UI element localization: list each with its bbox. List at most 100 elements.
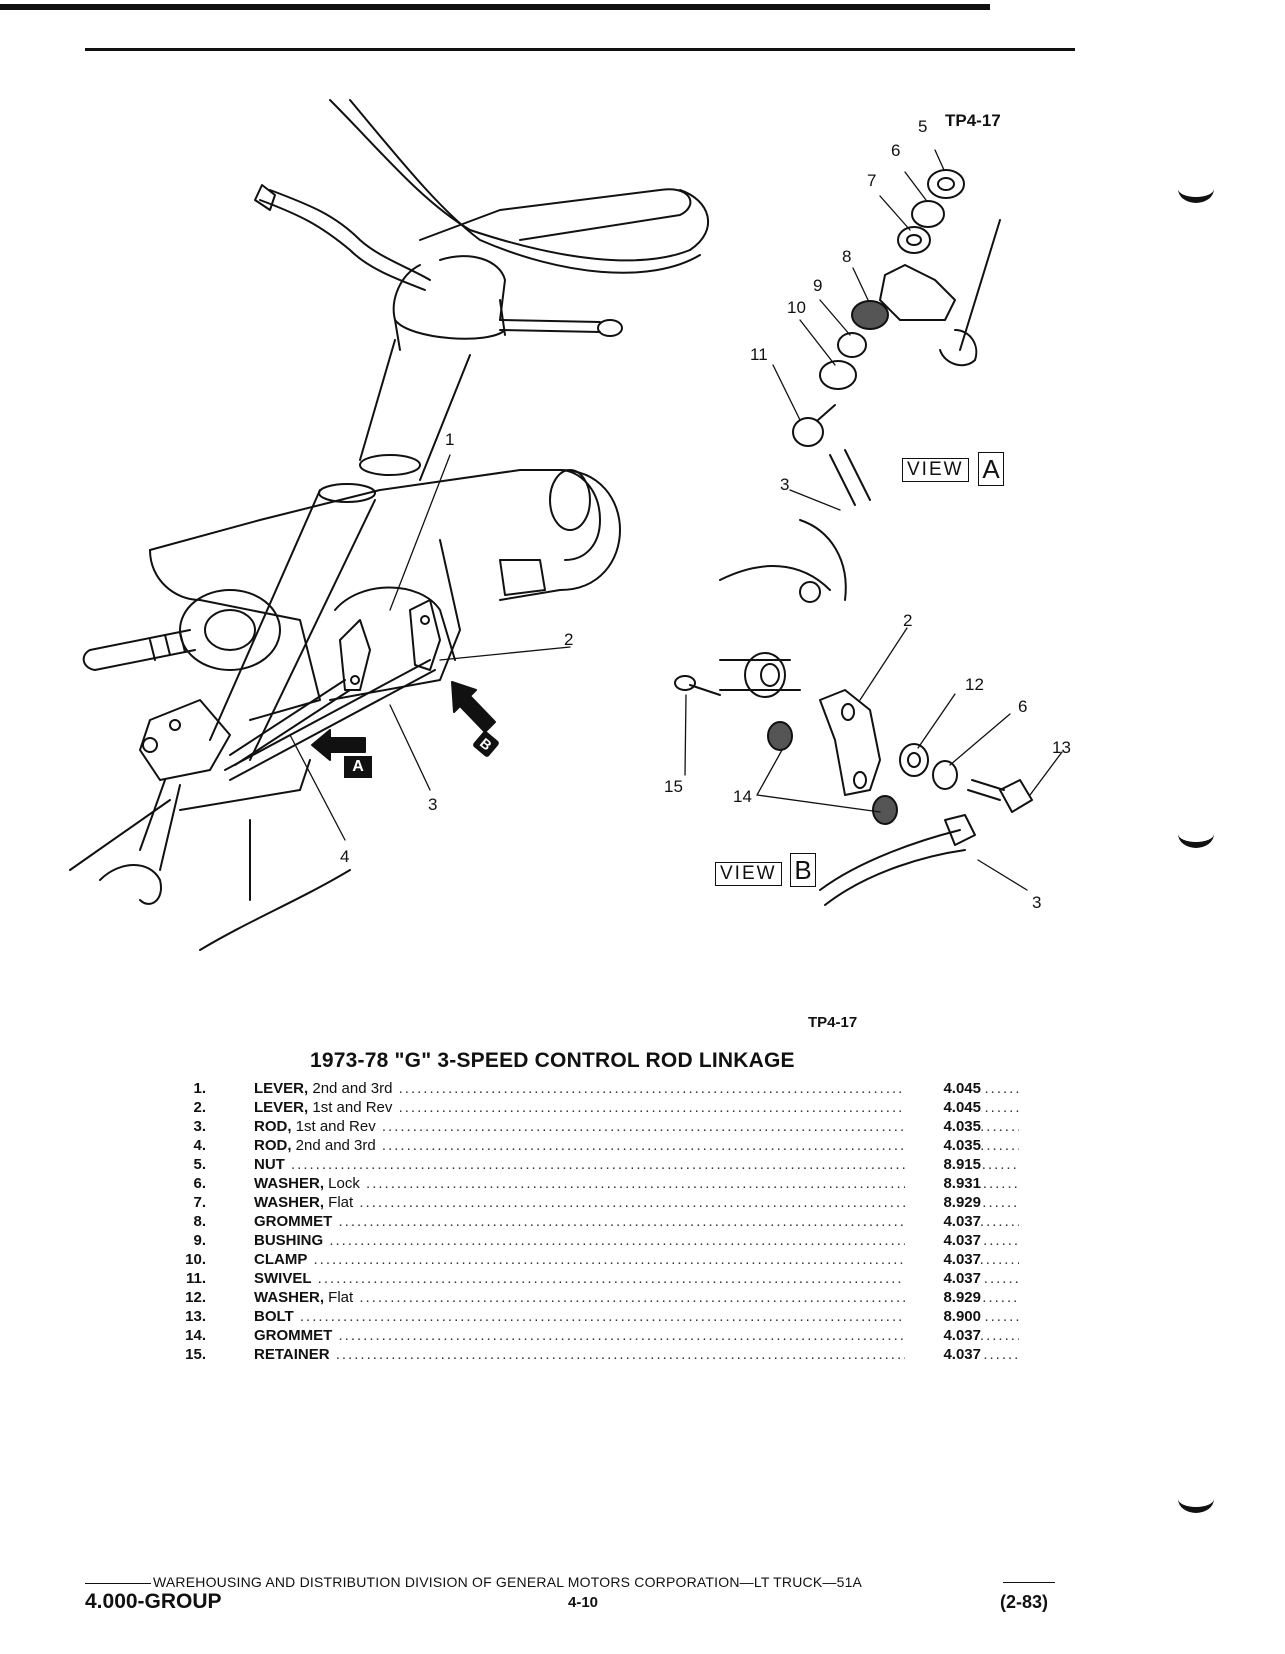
- binder-hole-middle: [1178, 820, 1214, 848]
- revision-date: (2-83): [1000, 1592, 1049, 1612]
- svg-text:6: 6: [891, 141, 900, 160]
- view-a-label: VIEW: [902, 458, 969, 482]
- callout-3-main: 3: [428, 795, 437, 814]
- part-number: 3.: [193, 1118, 206, 1135]
- binder-hole-bottom: [1178, 1485, 1214, 1513]
- part-number: 10.: [185, 1251, 206, 1268]
- svg-text:12: 12: [965, 675, 984, 694]
- parts-list-row: 12. WASHER, Flat ........................…: [160, 1288, 1019, 1307]
- header-rule: [85, 48, 1075, 51]
- group-code: 8.915: [905, 1155, 981, 1174]
- group-code: 8.929: [905, 1288, 981, 1307]
- group-code: 4.037: [905, 1250, 981, 1269]
- parts-list-row: 8.GROMMET ..............................…: [160, 1212, 1019, 1231]
- parts-list-row: 2. LEVER, 1st and Rev ...................…: [160, 1098, 1019, 1117]
- group-code: 4.037: [905, 1345, 981, 1364]
- output-shaft: [89, 629, 191, 651]
- column-shift-linkage: [139, 699, 231, 781]
- group-label: 4.000-GROUP: [85, 1590, 222, 1613]
- part-number: 13.: [185, 1308, 206, 1325]
- svg-text:5: 5: [918, 117, 927, 136]
- part-number: 15.: [185, 1346, 206, 1363]
- part-number: 2.: [193, 1099, 206, 1116]
- view-a-detail: [792, 169, 1001, 506]
- group-code: 4.037: [905, 1212, 981, 1231]
- group-code: 4.045: [905, 1079, 981, 1098]
- steering-wheel-spoke: [419, 188, 692, 241]
- callout-4-main: 4: [340, 847, 349, 866]
- column-tube: [209, 489, 321, 741]
- svg-text:13: 13: [1052, 738, 1071, 757]
- part-number: 14.: [185, 1327, 206, 1344]
- part-description: NUT ....................................…: [254, 1156, 1019, 1173]
- view-b-detail: [674, 519, 1033, 906]
- part-description: GROMMET ................................…: [254, 1327, 1019, 1344]
- parts-list-row: 5. NUT ..................................…: [160, 1155, 1019, 1174]
- part-number: 11.: [185, 1270, 206, 1287]
- part-description: LEVER, 2nd and 3rd .....................…: [254, 1080, 1019, 1097]
- part-description: ROD, 2nd and 3rd .......................…: [254, 1137, 1019, 1154]
- binder-hole-top: [1178, 175, 1214, 203]
- parts-list-row: 15. RETAINER ............................…: [160, 1345, 1019, 1364]
- part-description: SWIVEL .................................…: [254, 1270, 1019, 1287]
- parts-list-row: 1. LEVER, 2nd and 3rd ...................…: [160, 1079, 1019, 1098]
- callout-1-main: 1: [445, 430, 454, 449]
- part-description: RETAINER ...............................…: [254, 1346, 1019, 1363]
- rod-2nd-3rd: [229, 679, 346, 756]
- lever-1st-rev: [819, 689, 881, 796]
- parts-list: 1. LEVER, 2nd and 3rd ...................…: [160, 1079, 1019, 1364]
- parts-list-row: 9. BUSHING ..............................…: [160, 1231, 1019, 1250]
- group-code: 8.931: [905, 1174, 981, 1193]
- top-border-rule: [0, 4, 990, 10]
- part-description: WASHER, Flat ...........................…: [254, 1289, 1019, 1306]
- parts-list-row: 14. GROMMET .............................…: [160, 1326, 1019, 1345]
- shift-lever-1st-rev: [409, 599, 441, 671]
- steering-wheel-rim: [329, 99, 691, 262]
- part-number: 9.: [193, 1232, 206, 1249]
- svg-text:3: 3: [780, 475, 789, 494]
- svg-text:2: 2: [903, 611, 912, 630]
- part-number: 8.: [193, 1213, 206, 1230]
- part-number: 7.: [193, 1194, 206, 1211]
- svg-text:6: 6: [1018, 697, 1027, 716]
- part-description: BOLT ...................................…: [254, 1308, 1019, 1325]
- view-a-arrow: [311, 729, 366, 761]
- svg-text:7: 7: [867, 171, 876, 190]
- part-number: 5.: [193, 1156, 206, 1173]
- part-number: 4.: [193, 1137, 206, 1154]
- svg-text:11: 11: [750, 345, 768, 364]
- part-number: 6.: [193, 1175, 206, 1192]
- figure-code-top: TP4-17: [945, 111, 1001, 130]
- parts-list-row: 11. SWIVEL ..............................…: [160, 1269, 1019, 1288]
- part-number: 1.: [193, 1080, 206, 1097]
- part-description: WASHER, Flat ...........................…: [254, 1194, 1019, 1211]
- view-b-arrow: [451, 681, 496, 733]
- parts-list-row: 7. WASHER, Flat .........................…: [160, 1193, 1019, 1212]
- svg-text:8: 8: [842, 247, 851, 266]
- group-code: 4.045: [905, 1098, 981, 1117]
- parts-list-row: 3.ROD, 1st and Rev .....................…: [160, 1117, 1019, 1136]
- parts-list-row: 6. WASHER, Lock .........................…: [160, 1174, 1019, 1193]
- svg-text:3: 3: [1032, 893, 1041, 912]
- shift-lever: [259, 199, 426, 291]
- parts-list-title: 1973-78 "G" 3-SPEED CONTROL ROD LINKAGE: [310, 1049, 795, 1072]
- footer-dash-right: [1003, 1582, 1055, 1583]
- part-description: WASHER, Lock ...........................…: [254, 1175, 1019, 1192]
- group-code: 4.037: [905, 1269, 981, 1288]
- view-a-arrow-label: A: [344, 756, 372, 778]
- group-code: 4.037: [905, 1326, 981, 1345]
- part-description: BUSHING ................................…: [254, 1232, 1019, 1249]
- group-code: 4.035: [905, 1136, 981, 1155]
- svg-text:14: 14: [733, 787, 752, 806]
- view-b-label: VIEW: [715, 862, 782, 886]
- part-description: LEVER, 1st and Rev .....................…: [254, 1099, 1019, 1116]
- group-code: 8.900: [905, 1307, 981, 1326]
- transmission-case: [149, 469, 621, 601]
- part-number: 12.: [185, 1289, 206, 1306]
- parts-list-row: 4. ROD, 2nd and 3rd .....................…: [160, 1136, 1019, 1155]
- linkage-illustration: 1 2 3 4 5 6 7 8 9 10 11 3 2 12 6 13 15 1…: [69, 99, 1071, 951]
- group-code: 8.929: [905, 1193, 981, 1212]
- svg-text:10: 10: [787, 298, 806, 317]
- group-code: 4.037: [905, 1231, 981, 1250]
- footer-division-line: WAREHOUSING AND DISTRIBUTION DIVISION OF…: [85, 1574, 862, 1590]
